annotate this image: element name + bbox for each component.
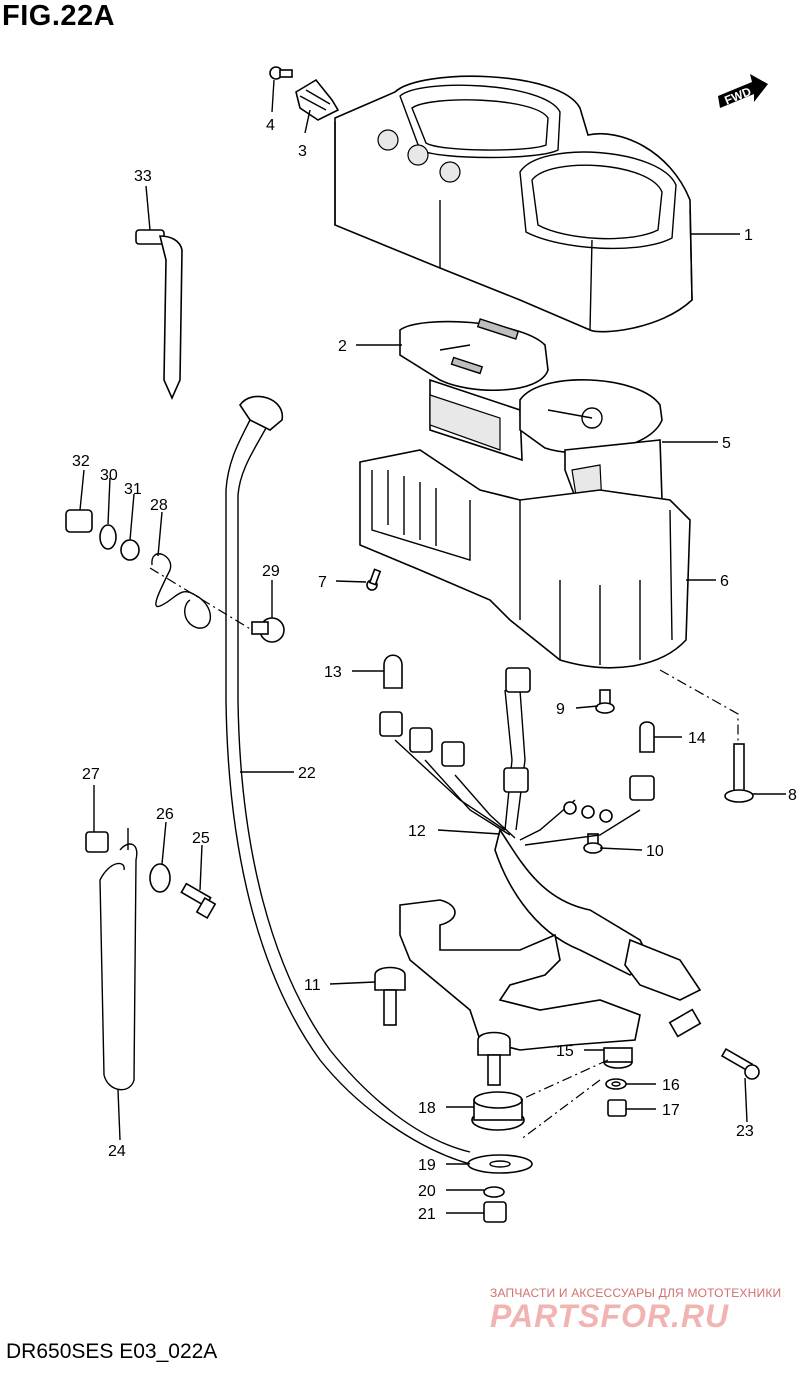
callout-27: 27	[82, 766, 100, 783]
nut-27	[85, 831, 109, 853]
figure-code: DR650SES E03_022A	[6, 1340, 218, 1363]
leader-lines	[79, 79, 786, 1214]
callout-29: 29	[262, 563, 280, 580]
gear-screw	[269, 66, 293, 80]
washer-19	[467, 1154, 533, 1174]
callout-23: 23	[736, 1123, 754, 1140]
callout-4: 4	[266, 117, 275, 134]
washer-16	[605, 1078, 627, 1090]
cable-clamp-24	[99, 828, 138, 1091]
callout-20: 20	[418, 1183, 436, 1200]
cushion-15	[603, 1047, 633, 1069]
clamp-28	[151, 553, 212, 629]
nut-32	[65, 509, 93, 533]
callout-8: 8	[788, 787, 797, 804]
meter-bracket	[374, 899, 641, 1086]
wiring-harness	[379, 667, 702, 1038]
assembly-line-23	[519, 1079, 601, 1141]
forward-arrow-icon: FWD	[718, 74, 768, 108]
callout-11: 11	[304, 977, 321, 994]
meter-case-cover	[334, 75, 693, 333]
title: FIG.22A	[2, 0, 116, 32]
long-bolt	[724, 743, 754, 803]
callout-labels: 1 2 3 4 5 6 7 8 9 10 11 12 13 14 15 16 1…	[72, 117, 797, 1223]
screw-25	[180, 882, 217, 920]
watermark-caption: ЗАПЧАСТИ И АКСЕССУАРЫ ДЛЯ МОТОТЕХНИКИ	[490, 1286, 782, 1300]
callout-6: 6	[720, 573, 729, 590]
bulb-13	[383, 654, 403, 689]
assembly-line-15	[519, 1059, 609, 1101]
callout-12: 12	[408, 823, 426, 840]
callout-28: 28	[150, 497, 168, 514]
callout-25: 25	[192, 830, 210, 847]
callout-30: 30	[100, 467, 118, 484]
nut-17	[607, 1099, 627, 1117]
callout-21: 21	[418, 1206, 436, 1223]
case-screw	[366, 568, 382, 591]
callout-15: 15	[556, 1043, 574, 1060]
callout-32: 32	[72, 453, 90, 470]
assembly-line-8	[659, 669, 739, 744]
callout-31: 31	[124, 481, 142, 498]
callout-18: 18	[418, 1100, 436, 1117]
washer-20	[483, 1186, 505, 1198]
washer-30	[99, 524, 117, 550]
callout-7: 7	[318, 574, 327, 591]
callout-26: 26	[156, 806, 174, 823]
washer-31	[120, 539, 140, 561]
callout-22: 22	[298, 765, 316, 782]
callout-9: 9	[556, 701, 565, 718]
nut-21	[483, 1201, 507, 1223]
callout-19: 19	[418, 1157, 436, 1174]
callout-5: 5	[722, 435, 731, 452]
screw-10	[583, 833, 603, 854]
callout-16: 16	[662, 1077, 680, 1094]
callout-10: 10	[646, 843, 664, 860]
callout-14: 14	[688, 730, 706, 747]
callout-1: 1	[744, 227, 753, 244]
bulb-14	[639, 721, 655, 753]
cable-tie	[135, 229, 183, 400]
screw-23	[720, 1047, 760, 1080]
callout-13: 13	[324, 664, 342, 681]
callout-24: 24	[108, 1143, 126, 1160]
speedometer-cable	[225, 395, 471, 1165]
screw-9	[595, 689, 615, 714]
callout-33: 33	[134, 168, 152, 185]
callout-17: 17	[662, 1102, 680, 1119]
meter-lower-case	[359, 449, 691, 669]
screw-29	[251, 617, 285, 643]
callout-2: 2	[338, 338, 347, 355]
callout-3: 3	[298, 143, 307, 160]
drive-gear	[295, 78, 340, 121]
svg-text:FWD: FWD	[723, 84, 754, 107]
speedometer	[399, 318, 549, 462]
washer-26	[149, 863, 171, 893]
grommet-18	[471, 1091, 525, 1131]
watermark-logo: PARTSFOR.RU	[490, 1298, 730, 1334]
